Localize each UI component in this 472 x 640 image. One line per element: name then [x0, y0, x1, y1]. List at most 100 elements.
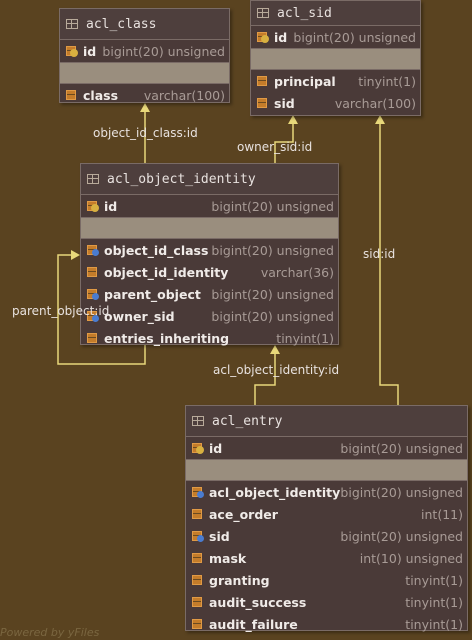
foreign-key-icon	[87, 244, 99, 256]
connector-sid	[379, 120, 399, 405]
section-divider	[81, 217, 338, 239]
column-type: bigint(20) unsigned	[340, 484, 463, 500]
column-name: id	[83, 43, 97, 59]
column-row-class[interactable]: class varchar(100)	[60, 84, 229, 106]
relation-label-sid: sid:id	[363, 247, 396, 261]
primary-key-icon	[192, 442, 204, 454]
relation-label-parent-object: parent_object:id	[12, 304, 110, 318]
column-icon	[257, 97, 269, 109]
column-type: bigint(20) unsigned	[211, 198, 334, 214]
connector-acl-object-identity	[254, 350, 276, 405]
column-name: audit_failure	[209, 616, 298, 632]
table-name: acl_class	[86, 16, 157, 32]
connector-parent-object	[57, 254, 146, 365]
column-name: mask	[209, 550, 247, 566]
column-type: tinyint(1)	[276, 330, 334, 346]
column-row-audit-failure[interactable]: audit_failure tinyint(1)	[186, 613, 467, 635]
column-row-object-id-identity[interactable]: object_id_identity varchar(36)	[81, 261, 338, 283]
column-row-principal[interactable]: principal tinyint(1)	[251, 70, 420, 92]
primary-key-icon	[87, 200, 99, 212]
column-row-mask[interactable]: mask int(10) unsigned	[186, 547, 467, 569]
table-acl-class[interactable]: acl_class id bigint(20) unsigned class v…	[59, 8, 230, 103]
column-name: audit_success	[209, 594, 307, 610]
table-header[interactable]: acl_sid	[251, 1, 420, 26]
table-name: acl_entry	[212, 413, 283, 429]
table-icon	[87, 174, 99, 184]
footer-watermark: Powered by yFiles	[0, 626, 100, 639]
column-name: ace_order	[209, 506, 278, 522]
table-acl-sid[interactable]: acl_sid id bigint(20) unsigned principal…	[250, 0, 421, 116]
column-row-owner-sid[interactable]: owner_sid bigint(20) unsigned	[81, 305, 338, 327]
column-name: id	[209, 440, 223, 456]
column-icon	[192, 552, 204, 564]
arrowhead	[71, 250, 80, 260]
column-row-id[interactable]: id bigint(20) unsigned	[251, 26, 420, 48]
column-row-id[interactable]: id bigint(20) unsigned	[81, 195, 338, 217]
column-row-parent-object[interactable]: parent_object bigint(20) unsigned	[81, 283, 338, 305]
column-type: int(10) unsigned	[359, 550, 463, 566]
column-name: object_id_identity	[104, 264, 229, 280]
column-name: entries_inheriting	[104, 330, 230, 346]
column-row-ace-order[interactable]: ace_order int(11)	[186, 503, 467, 525]
column-type: bigint(20) unsigned	[102, 43, 225, 59]
arrowhead	[288, 115, 298, 124]
column-name: object_id_class	[104, 242, 209, 258]
column-name: parent_object	[104, 286, 201, 302]
section-divider	[186, 459, 467, 481]
column-type: bigint(20) unsigned	[211, 308, 334, 324]
column-type: bigint(20) unsigned	[293, 29, 416, 45]
table-header[interactable]: acl_object_identity	[81, 164, 338, 195]
foreign-key-icon	[87, 310, 99, 322]
section-divider	[251, 48, 420, 70]
column-icon	[66, 89, 78, 101]
foreign-key-icon	[192, 486, 204, 498]
relation-label-object-id-class: object_id_class:id	[93, 126, 198, 140]
column-type: bigint(20) unsigned	[211, 286, 334, 302]
table-name: acl_object_identity	[107, 171, 256, 187]
column-name: owner_sid	[104, 308, 175, 324]
column-row-id[interactable]: id bigint(20) unsigned	[60, 40, 229, 62]
primary-key-icon	[257, 31, 269, 43]
table-icon	[66, 19, 78, 29]
foreign-key-icon	[192, 530, 204, 542]
foreign-key-icon	[87, 288, 99, 300]
column-name: id	[104, 198, 118, 214]
connector-owner-sid	[274, 120, 294, 163]
column-name: principal	[274, 73, 336, 89]
column-type: varchar(36)	[260, 264, 334, 280]
column-row-id[interactable]: id bigint(20) unsigned	[186, 437, 467, 459]
column-icon	[192, 574, 204, 586]
column-row-sid[interactable]: sid bigint(20) unsigned	[186, 525, 467, 547]
table-name: acl_sid	[277, 5, 332, 21]
column-type: bigint(20) unsigned	[211, 242, 334, 258]
column-row-granting[interactable]: granting tinyint(1)	[186, 569, 467, 591]
column-row-entries-inheriting[interactable]: entries_inheriting tinyint(1)	[81, 327, 338, 349]
column-row-sid[interactable]: sid varchar(100)	[251, 92, 420, 114]
column-row-object-id-class[interactable]: object_id_class bigint(20) unsigned	[81, 239, 338, 261]
column-row-acl-object-identity[interactable]: acl_object_identity bigint(20) unsigned	[186, 481, 467, 503]
section-divider	[60, 62, 229, 84]
table-acl-entry[interactable]: acl_entry id bigint(20) unsigned acl_obj…	[185, 405, 468, 632]
column-type: varchar(100)	[143, 87, 225, 103]
column-icon	[192, 596, 204, 608]
column-icon	[192, 508, 204, 520]
table-header[interactable]: acl_entry	[186, 406, 467, 437]
column-icon	[87, 266, 99, 278]
column-name: class	[83, 87, 119, 103]
column-name: granting	[209, 572, 270, 588]
table-acl-object-identity[interactable]: acl_object_identity id bigint(20) unsign…	[80, 163, 339, 346]
column-icon	[87, 332, 99, 344]
column-row-audit-success[interactable]: audit_success tinyint(1)	[186, 591, 467, 613]
column-name: sid	[274, 95, 295, 111]
arrowhead	[140, 103, 150, 112]
column-name: sid	[209, 528, 230, 544]
column-type: tinyint(1)	[405, 572, 463, 588]
table-header[interactable]: acl_class	[60, 9, 229, 40]
table-icon	[192, 416, 204, 426]
primary-key-icon	[66, 45, 78, 57]
column-icon	[257, 75, 269, 87]
column-type: tinyint(1)	[405, 616, 463, 632]
arrowhead	[375, 115, 385, 124]
column-name: acl_object_identity	[209, 484, 341, 500]
